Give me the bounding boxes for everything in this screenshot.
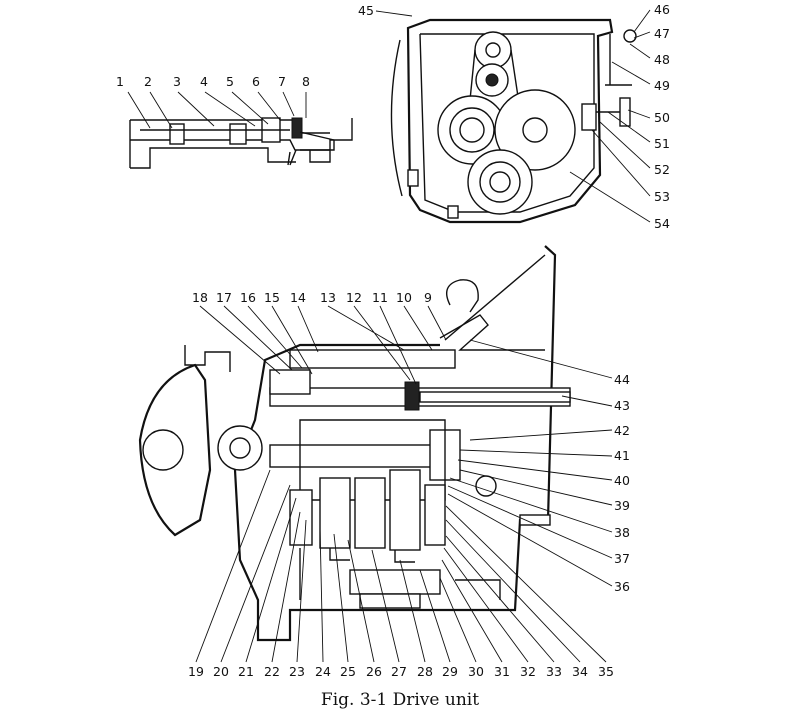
callout-18: 18 — [192, 290, 208, 305]
callout-32: 32 — [520, 664, 536, 679]
callout-38: 38 — [614, 525, 630, 540]
callout-19: 19 — [188, 664, 204, 679]
callout-1: 1 — [116, 74, 124, 89]
callout-50: 50 — [654, 110, 670, 125]
callout-5: 5 — [226, 74, 234, 89]
callout-24: 24 — [315, 664, 331, 679]
callout-20: 20 — [213, 664, 229, 679]
callout-49: 49 — [654, 78, 670, 93]
callout-23: 23 — [289, 664, 305, 679]
callout-22: 22 — [264, 664, 280, 679]
callout-33: 33 — [546, 664, 562, 679]
callout-15: 15 — [264, 290, 280, 305]
callout-35: 35 — [598, 664, 614, 679]
callout-36: 36 — [614, 579, 630, 594]
callout-7: 7 — [278, 74, 286, 89]
callout-44: 44 — [614, 372, 630, 387]
callout-11: 11 — [372, 290, 388, 305]
callout-4: 4 — [200, 74, 208, 89]
callout-13: 13 — [320, 290, 336, 305]
callout-26: 26 — [366, 664, 382, 679]
callout-51: 51 — [654, 136, 670, 151]
callout-8: 8 — [302, 74, 310, 89]
callout-17: 17 — [216, 290, 232, 305]
main-cross-section — [138, 245, 571, 642]
callout-30: 30 — [468, 664, 484, 679]
callout-34: 34 — [572, 664, 588, 679]
leader-lines — [127, 9, 651, 663]
callout-10: 10 — [396, 290, 412, 305]
callout-2: 2 — [144, 74, 152, 89]
callout-42: 42 — [614, 423, 630, 438]
callout-31: 31 — [494, 664, 510, 679]
callout-29: 29 — [442, 664, 458, 679]
callout-54: 54 — [654, 216, 670, 231]
callout-39: 39 — [614, 498, 630, 513]
callout-3: 3 — [173, 74, 181, 89]
callout-47: 47 — [654, 26, 670, 41]
callout-37: 37 — [614, 551, 630, 566]
shaft-detail-view — [129, 117, 353, 169]
callout-28: 28 — [417, 664, 433, 679]
callout-45: 45 — [358, 3, 374, 18]
callout-53: 53 — [654, 189, 670, 204]
callout-27: 27 — [391, 664, 407, 679]
callout-12: 12 — [346, 290, 362, 305]
callout-21: 21 — [238, 664, 254, 679]
callout-52: 52 — [654, 162, 670, 177]
callout-48: 48 — [654, 52, 670, 67]
callout-25: 25 — [340, 664, 356, 679]
callout-14: 14 — [290, 290, 306, 305]
callout-40: 40 — [614, 473, 630, 488]
callout-41: 41 — [614, 448, 630, 463]
callout-9: 9 — [424, 290, 432, 305]
figure-caption: Fig. 3-1 Drive unit — [320, 690, 480, 710]
callout-16: 16 — [240, 290, 256, 305]
callout-numbers: 1 2 3 4 5 6 7 8 45 46 47 48 49 50 51 52 … — [116, 2, 670, 679]
callout-6: 6 — [252, 74, 260, 89]
callout-43: 43 — [614, 398, 630, 413]
gear-case-end-view — [390, 18, 637, 224]
callout-46: 46 — [654, 2, 670, 17]
